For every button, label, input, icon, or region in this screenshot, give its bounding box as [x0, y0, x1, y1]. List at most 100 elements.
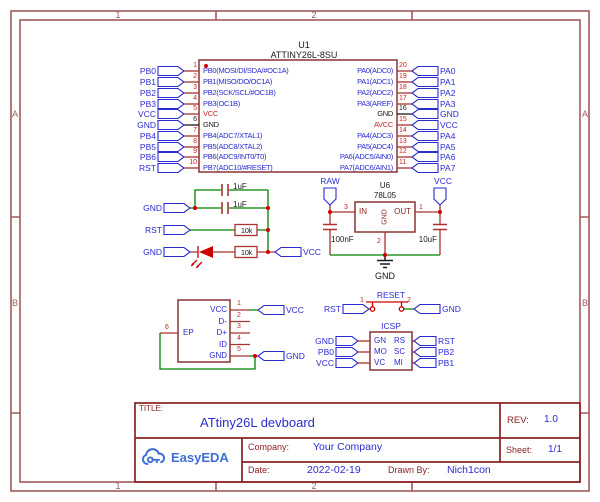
passives-wiring[interactable]	[163, 184, 302, 269]
net-flag-GND[interactable]	[157, 119, 185, 131]
net-flag-RST[interactable]	[413, 335, 437, 347]
net-flag-vcc-led	[274, 246, 302, 258]
net-flag-PA6[interactable]	[411, 151, 439, 163]
net-label-pb4[interactable]: PB4	[139, 131, 156, 141]
net-flag-PA2[interactable]	[411, 87, 439, 99]
pin-number: 7	[193, 127, 197, 134]
net-label-pb0[interactable]: PB0	[317, 347, 334, 357]
cap-value[interactable]: 1uF	[233, 200, 247, 209]
net-flag-PB4[interactable]	[157, 130, 185, 142]
net-label-pa2[interactable]: PA2	[440, 88, 456, 98]
net-flag-PA4[interactable]	[411, 130, 439, 142]
net-label-vcc[interactable]: VCC	[138, 109, 156, 119]
net-label-pb0[interactable]: PB0	[139, 66, 156, 76]
resistor-value[interactable]: 10k	[240, 247, 253, 257]
pin-number: 4	[193, 95, 197, 102]
net-flag-PB2[interactable]	[157, 87, 185, 99]
cap-value[interactable]: 100nF	[331, 235, 354, 244]
sheet-title[interactable]: ATtiny26L devboard	[200, 415, 315, 430]
net-label-gnd[interactable]: GND	[286, 351, 305, 361]
net-label-rst[interactable]: RST	[139, 163, 156, 173]
net-flag-PB1[interactable]	[157, 76, 185, 88]
net-flag-VCC[interactable]	[411, 119, 439, 131]
net-label-pb6[interactable]: PB6	[139, 152, 156, 162]
net-label-pa6[interactable]: PA6	[440, 152, 456, 162]
sheet-label: Sheet:	[506, 445, 533, 455]
net-label-gnd[interactable]: GND	[315, 336, 334, 346]
net-flag-PB3[interactable]	[157, 98, 185, 110]
net-label-rst[interactable]: RST	[438, 336, 455, 346]
net-label-gnd[interactable]: GND	[137, 120, 156, 130]
net-flag-PA3[interactable]	[411, 98, 439, 110]
net-label-pa1[interactable]: PA1	[440, 77, 456, 87]
net-flag-RST[interactable]	[157, 162, 185, 174]
usb-body	[177, 299, 231, 363]
regulator-part[interactable]: 78L05	[373, 190, 397, 200]
net-label-pb1[interactable]: PB1	[139, 77, 156, 87]
regulator-wiring[interactable]	[323, 187, 447, 269]
net-flag-PA0[interactable]	[411, 65, 439, 77]
net-label-pb1[interactable]: PB1	[438, 358, 455, 368]
chip-refdes[interactable]: U1	[298, 40, 310, 50]
net-label-pb2[interactable]: PB2	[139, 88, 156, 98]
pin-number: 8	[193, 138, 197, 145]
net-label-gnd[interactable]: GND	[143, 203, 162, 213]
icsp-pin-name: SC	[394, 347, 406, 356]
rev-value[interactable]: 1.0	[544, 414, 558, 425]
net-label-pa3[interactable]: PA3	[440, 99, 456, 109]
net-flag-VCC[interactable]	[335, 357, 359, 369]
net-label-vcc[interactable]: VCC	[440, 120, 458, 130]
net-label-pa4[interactable]: PA4	[440, 131, 456, 141]
icsp-title[interactable]: ICSP	[381, 321, 401, 331]
net-label-vcc[interactable]: VCC	[434, 176, 452, 186]
net-flag-PA1[interactable]	[411, 76, 439, 88]
usb-wiring[interactable]	[159, 299, 285, 370]
net-flag-PB2[interactable]	[413, 346, 437, 358]
net-flag-PB6[interactable]	[157, 151, 185, 163]
pin-number: 1	[193, 62, 197, 69]
net-label-pb5[interactable]: PB5	[139, 142, 156, 152]
sheet-value[interactable]: 1/1	[548, 444, 562, 455]
net-flag-GND[interactable]	[335, 335, 359, 347]
icsp-body[interactable]	[369, 331, 413, 371]
resistor-value[interactable]: 10k	[240, 225, 253, 235]
regulator-refdes[interactable]: U6	[379, 181, 391, 190]
net-flag-PA5[interactable]	[411, 141, 439, 153]
pin-number: 1	[419, 204, 423, 211]
net-label-rst[interactable]: RST	[145, 225, 162, 235]
net-flag-VCC[interactable]	[157, 108, 185, 120]
gnd-symbol	[377, 255, 393, 269]
cap-value[interactable]: 10uF	[418, 235, 437, 244]
chip-body-u1[interactable]	[198, 59, 398, 173]
company-value[interactable]: Your Company	[313, 441, 383, 453]
net-flag-PB0[interactable]	[335, 346, 359, 358]
cap-value[interactable]: 1uF	[233, 182, 247, 191]
net-label-pa7[interactable]: PA7	[440, 163, 456, 173]
net-label-gnd[interactable]: GND	[442, 304, 461, 314]
pin-number: 5	[193, 105, 197, 112]
chip-part-number[interactable]: ATTINY26L-8SU	[270, 50, 338, 60]
date-value[interactable]: 2022-02-19	[307, 464, 361, 476]
pin-number: 6	[193, 116, 197, 123]
net-label-vcc[interactable]: VCC	[303, 247, 321, 257]
net-label-pb2[interactable]: PB2	[438, 347, 455, 357]
net-flag-PB5[interactable]	[157, 141, 185, 153]
net-label-vcc[interactable]: VCC	[316, 358, 334, 368]
net-flag-GND[interactable]	[411, 108, 439, 120]
reset-button-wiring[interactable]	[342, 301, 441, 315]
net-flag-PA7[interactable]	[411, 162, 439, 174]
pin-number: 1	[360, 297, 364, 304]
net-label-rst[interactable]: RST	[324, 304, 341, 314]
net-label-pa0[interactable]: PA0	[440, 66, 456, 76]
net-label-pa5[interactable]: PA5	[440, 142, 456, 152]
drawn-by-value[interactable]: Nich1con	[447, 464, 491, 476]
net-label-vcc[interactable]: VCC	[286, 305, 304, 315]
net-flag-PB1[interactable]	[413, 357, 437, 369]
net-label-pb3[interactable]: PB3	[139, 99, 156, 109]
net-label-gnd[interactable]: GND	[440, 109, 459, 119]
net-label-raw[interactable]: RAW	[320, 176, 340, 186]
net-flag-PB0[interactable]	[157, 65, 185, 77]
reset-button-label[interactable]: RESET	[376, 290, 406, 300]
net-label-gnd[interactable]: GND	[143, 247, 162, 257]
